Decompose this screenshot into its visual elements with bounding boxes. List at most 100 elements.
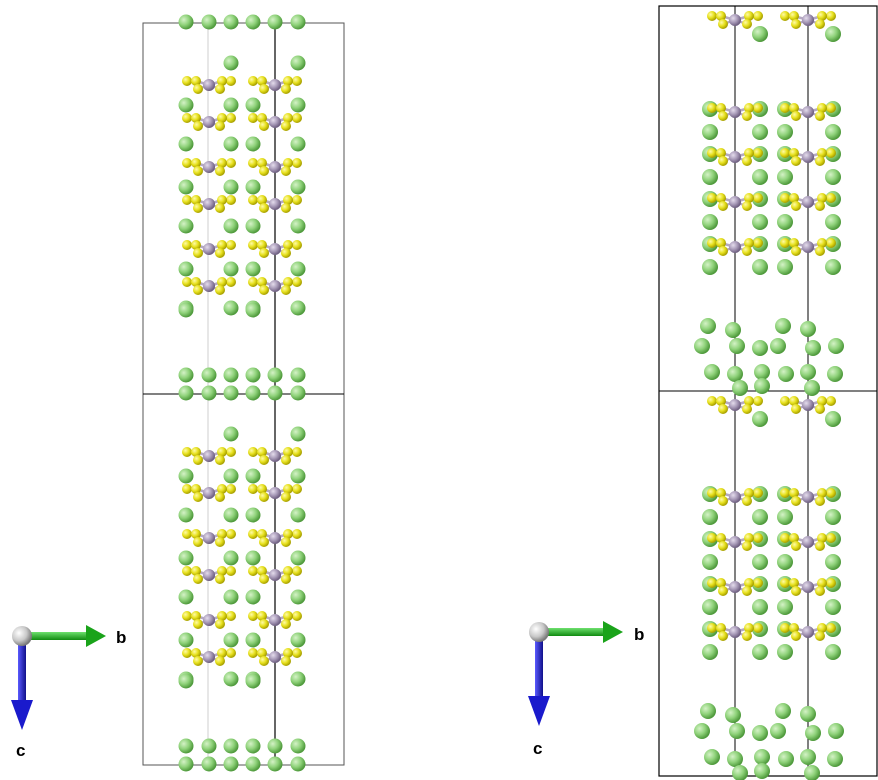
yellow-atom [707,578,717,588]
b-axis-shaft [26,632,88,640]
yellow-atom [191,529,201,539]
yellow-atom [257,195,267,205]
yellow-atom [780,193,790,203]
yellow-atom [193,455,203,465]
green-atom [805,340,821,356]
yellow-atom [826,578,836,588]
green-atom [290,367,306,383]
green-atom [800,321,816,337]
purple-atom [203,450,215,462]
yellow-atom [791,586,801,596]
yellow-atom [742,111,752,121]
yellow-atom [744,396,754,406]
green-atom [223,300,239,316]
yellow-atom [257,447,267,457]
yellow-atom [815,111,825,121]
yellow-atom [191,277,201,287]
yellow-atom [815,404,825,414]
green-atom [700,318,716,334]
yellow-atom [215,574,225,584]
yellow-atom [283,484,293,494]
yellow-atom [826,238,836,248]
yellow-atom [292,611,302,621]
yellow-atom [815,541,825,551]
green-atom [178,385,194,401]
green-atom [752,169,768,185]
green-atom [290,589,306,605]
yellow-atom [191,195,201,205]
green-atom [178,550,194,566]
yellow-atom [753,623,763,633]
purple-atom [269,79,281,91]
yellow-atom [707,488,717,498]
yellow-atom [826,623,836,633]
origin-sphere [529,622,549,642]
yellow-atom [789,193,799,203]
yellow-atom [716,11,726,21]
green-atom [752,554,768,570]
yellow-atom [217,195,227,205]
yellow-atom [742,19,752,29]
yellow-atom [259,455,269,465]
green-atom [702,124,718,140]
yellow-atom [248,76,258,86]
green-atom [702,554,718,570]
green-atom [752,124,768,140]
yellow-atom [744,578,754,588]
yellow-atom [226,648,236,658]
yellow-atom [716,623,726,633]
purple-atom [802,626,814,638]
yellow-atom [744,103,754,113]
green-atom [178,756,194,772]
green-atom [201,14,217,30]
right-axis-indicator: b c [528,621,644,758]
yellow-atom [707,148,717,158]
green-atom [223,756,239,772]
green-atom [754,763,770,779]
yellow-atom [259,84,269,94]
yellow-atom [226,566,236,576]
green-atom [290,756,306,772]
yellow-atom [815,246,825,256]
yellow-atom [283,611,293,621]
yellow-atom [182,195,192,205]
yellow-atom [193,84,203,94]
green-atom [178,632,194,648]
yellow-atom [789,578,799,588]
purple-atom [802,14,814,26]
green-atom [290,632,306,648]
yellow-atom [744,238,754,248]
purple-atom [729,399,741,411]
yellow-atom [718,156,728,166]
green-atom [290,550,306,566]
c-axis-label: c [16,741,25,760]
yellow-atom [215,203,225,213]
purple-atom [729,581,741,593]
yellow-atom [292,277,302,287]
green-atom [752,214,768,230]
purple-atom [203,116,215,128]
green-atom [267,738,283,754]
purple-atom [269,532,281,544]
green-atom [290,738,306,754]
yellow-atom [259,656,269,666]
yellow-atom [193,656,203,666]
green-atom [694,338,710,354]
yellow-atom [281,492,291,502]
yellow-atom [217,529,227,539]
yellow-atom [281,84,291,94]
green-atom [290,261,306,277]
yellow-atom [191,648,201,658]
yellow-atom [217,158,227,168]
b-axis-label: b [116,628,126,647]
yellow-atom [716,148,726,158]
green-atom [245,367,261,383]
green-atom [223,550,239,566]
green-atom [777,124,793,140]
yellow-atom [742,496,752,506]
yellow-atom [281,203,291,213]
yellow-atom [248,648,258,658]
yellow-atom [707,193,717,203]
yellow-atom [283,277,293,287]
yellow-atom [292,240,302,250]
